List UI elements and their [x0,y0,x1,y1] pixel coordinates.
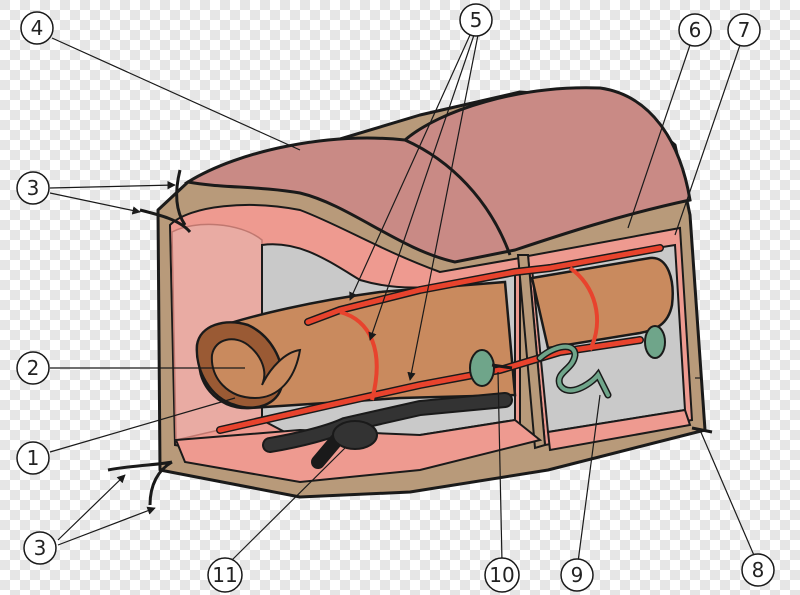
nephridium-tubule-fill [538,344,610,397]
nephridium-right [644,325,666,359]
callout-1: 1 [16,441,50,475]
callout-4: 4 [20,11,54,45]
callout-6: 6 [678,13,712,47]
callout-3-top-label: 3 [27,176,40,200]
callout-8-label: 8 [752,558,765,582]
callout-3-top: 3 [16,171,50,205]
callout-7: 7 [727,13,761,47]
callout-6-label: 6 [689,18,702,42]
callout-10-label: 10 [489,563,514,587]
callout-4-label: 4 [31,16,44,40]
nephridium-left [469,349,513,387]
callout-11: 11 [207,557,243,593]
callout-3-bottom: 3 [23,531,57,565]
callout-8: 8 [741,553,775,587]
typhlosole [210,338,302,400]
callout-1-label: 1 [27,446,40,470]
callout-7-label: 7 [738,18,751,42]
callout-11-label: 11 [212,563,237,587]
callout-3-bottom-label: 3 [34,536,47,560]
setae-right [691,426,713,434]
callout-2-label: 2 [27,356,40,380]
septum [516,254,547,450]
setae-dorsal [139,169,192,234]
callout-10: 10 [484,557,520,593]
ring-vessel-2 [568,266,599,351]
callout-2: 2 [16,351,50,385]
setae-ventral [107,460,173,506]
callout-9: 9 [560,558,594,592]
intestine-right [530,256,674,350]
dorsal-skin [183,86,692,264]
nerve-ganglion [332,420,378,450]
callout-5-label: 5 [470,8,483,32]
callout-9-label: 9 [571,563,584,587]
leader-lines [49,34,757,563]
ventral-floor-right [546,408,692,452]
dorsal-blood-vessel-fill [305,245,663,325]
segment-ridge [404,138,512,256]
callout-5: 5 [459,3,493,37]
